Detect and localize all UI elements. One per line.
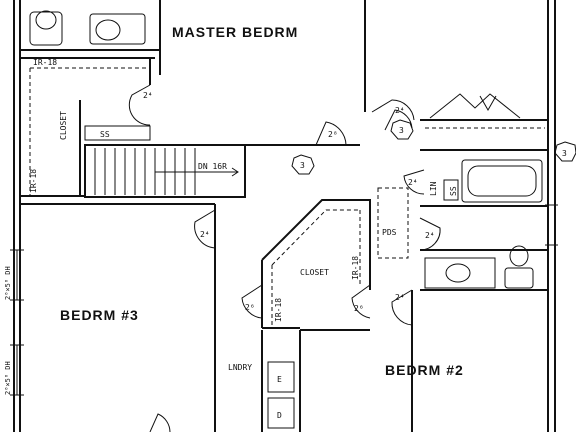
exterior-walls — [13, 0, 556, 432]
dryer-label: D — [277, 411, 282, 420]
ir-label-center-a: IR-18 — [351, 256, 360, 280]
callout-exterior-text: 3 — [562, 149, 567, 158]
door-center-closet-b — [351, 284, 371, 319]
right-bath — [420, 93, 548, 291]
window-right — [545, 204, 558, 246]
callout-exterior — [554, 141, 576, 162]
ss-right-label: SS — [449, 186, 458, 196]
door-master — [315, 121, 347, 146]
door-closet-left — [128, 84, 151, 126]
pds-label: PDS — [382, 228, 397, 237]
laundry-walls — [261, 330, 301, 432]
upper-bath — [20, 0, 161, 75]
door-size: 2⁴ — [143, 91, 153, 100]
washer-label: E — [277, 375, 282, 384]
stairs — [84, 144, 246, 198]
lin-label: LIN — [429, 181, 438, 196]
ir-label-center-b: IR-18 — [274, 298, 283, 322]
door-size: 2⁴ — [200, 230, 210, 239]
window-label-upper: 2⁰×5⁰ DH — [4, 266, 12, 300]
door-bedroom-3-closet — [149, 413, 171, 432]
door-size: 2⁴ — [395, 106, 405, 115]
door-center-closet-a — [241, 284, 263, 319]
door-bedroom-2 — [391, 289, 413, 326]
pds-closet — [377, 187, 409, 259]
center-closet — [261, 199, 371, 329]
laundry-label: LNDRY — [228, 363, 252, 372]
bedroom-3-label: BEDRM #3 — [60, 307, 139, 323]
bedroom-2-walls — [300, 290, 413, 432]
callout-bath — [390, 119, 414, 140]
door-size: 2⁴ — [395, 293, 405, 302]
door-bedroom-3 — [194, 209, 216, 249]
closet-left-label: CLOSET — [59, 111, 68, 140]
window-left-upper — [10, 249, 24, 301]
callout-hall — [291, 154, 315, 175]
callout-bath-text: 3 — [399, 126, 404, 135]
door-linen — [403, 169, 425, 195]
master-bedroom-label: MASTER BEDRM — [172, 24, 298, 40]
bedroom-2-label: BEDRM #2 — [385, 362, 464, 378]
window-left-lower — [10, 344, 24, 396]
door-size: 2⁸ — [140, 0, 150, 2]
ir-label-left: IR-18 — [29, 169, 38, 193]
door-size: 2⁶ — [245, 303, 255, 312]
door-size: 2⁴ — [425, 231, 435, 240]
master-bedroom-walls — [160, 0, 366, 146]
door-size: 2⁶ — [354, 304, 364, 313]
bedroom-3-walls — [20, 203, 216, 432]
door-size: 2⁸ — [328, 130, 338, 139]
door-size: 2⁴ — [408, 178, 418, 187]
stairs-label: DN 16R — [198, 162, 227, 171]
ss-left-label: SS — [100, 130, 110, 139]
closet-left-walls — [20, 57, 155, 197]
callout-hall-text: 3 — [300, 161, 305, 170]
door-pds — [419, 217, 441, 251]
closet-center-label: CLOSET — [300, 268, 329, 277]
door-hall-upper — [384, 109, 413, 131]
ir-label-top: IR-18 — [33, 58, 57, 67]
door-hall-bath — [371, 99, 415, 121]
window-label-lower: 2⁰×5⁰ DH — [4, 361, 12, 395]
